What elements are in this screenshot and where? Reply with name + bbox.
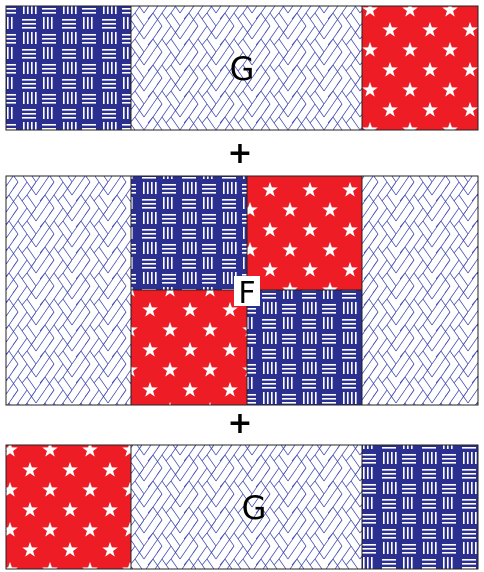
row-f-middle: F xyxy=(6,176,478,405)
navy-stripe-block xyxy=(6,6,131,130)
center-red-star-block-bottom-left xyxy=(131,290,247,405)
red-star-block xyxy=(6,445,131,569)
row-g-top-label: G xyxy=(230,50,255,88)
navy-stripe-block xyxy=(362,445,478,569)
center-navy-stripe-block-top-left xyxy=(131,176,247,290)
center-navy-stripe-block-bottom-right xyxy=(247,290,362,405)
row-g-bottom-label: G xyxy=(242,489,267,527)
plus-operator-1: + xyxy=(227,136,252,171)
row-g-bottom: G xyxy=(6,445,478,569)
row-g-top: G xyxy=(6,6,478,130)
row-f-label: F xyxy=(238,276,255,311)
red-star-block xyxy=(362,6,478,130)
plus-operator-2: + xyxy=(227,406,252,441)
center-red-star-block-top-right xyxy=(247,176,362,290)
